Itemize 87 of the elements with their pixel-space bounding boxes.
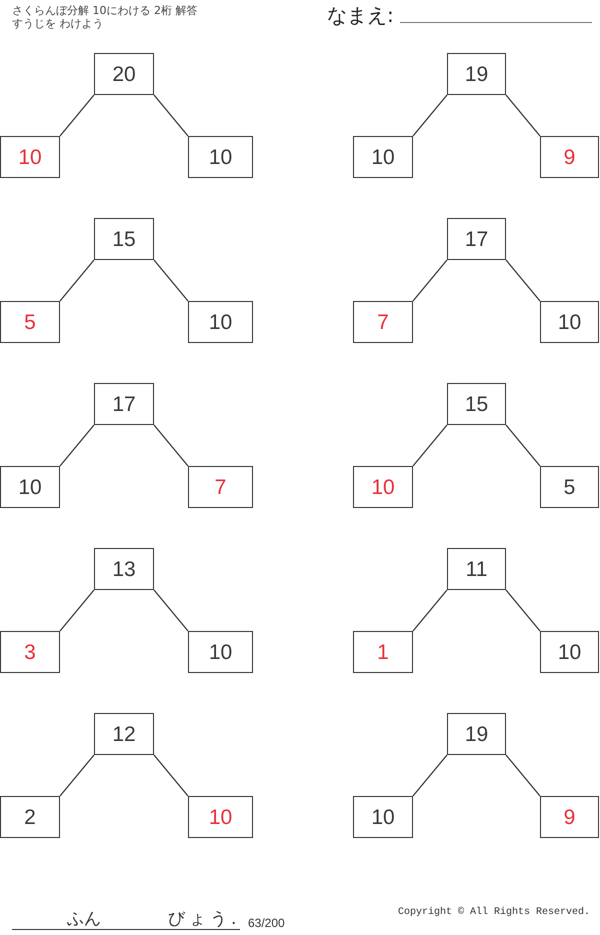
number-box (353, 631, 413, 673)
number-box (540, 796, 599, 838)
answer-number: 9 (564, 806, 576, 828)
connector-line (154, 590, 188, 632)
number-text: 10 (208, 642, 232, 662)
connector-line (154, 260, 188, 302)
answer-number: 7 (377, 312, 389, 332)
number-box (94, 218, 154, 260)
connector-line (60, 94, 94, 136)
number-box (188, 466, 253, 508)
number-box (0, 136, 60, 178)
number-text: 15 (112, 228, 136, 250)
number-text: 10 (558, 642, 582, 662)
number-box (540, 136, 599, 178)
number-box (447, 713, 506, 755)
number-box (447, 548, 506, 590)
number-box (353, 796, 413, 838)
connector-line (60, 590, 94, 632)
number-text: 17 (464, 228, 488, 250)
connector-line (506, 424, 540, 466)
number-text: 10 (371, 806, 395, 828)
number-text: 10 (208, 146, 232, 168)
connector-line (412, 754, 448, 796)
number-box (353, 301, 413, 343)
instruction-text: すうじを わけよう (12, 18, 104, 30)
number-box (188, 796, 253, 838)
connector-line (412, 260, 448, 302)
name-label: なまえ: (327, 4, 394, 26)
worksheet-title: さくらんぼ分解 10にわける 2桁 解答 (12, 5, 198, 18)
number-text: 15 (464, 394, 488, 414)
number-text: 10 (208, 312, 232, 332)
connector-line (412, 590, 448, 632)
copyright-notice: Copyright © All Rights Reserved. (398, 907, 590, 918)
number-text: 17 (112, 394, 136, 414)
number-text: 12 (112, 724, 136, 744)
number-box (0, 796, 60, 838)
number-text: 19 (464, 724, 488, 744)
connector-line (60, 754, 94, 796)
answer-number: 7 (214, 476, 226, 498)
number-text: 19 (464, 64, 488, 84)
answer-number: 10 (371, 476, 395, 498)
minutes-label: ふん (67, 910, 101, 929)
number-box (94, 548, 154, 590)
number-box (353, 466, 413, 508)
connector-line (506, 94, 540, 136)
number-box (94, 713, 154, 755)
number-text: 5 (564, 476, 576, 498)
number-text: 10 (371, 146, 395, 168)
connector-line (154, 94, 188, 136)
answer-number: 5 (24, 312, 36, 332)
number-text: 13 (112, 558, 136, 580)
connector-line (412, 424, 448, 466)
connector-line (506, 260, 540, 302)
number-box (94, 383, 154, 425)
connector-line (412, 94, 448, 136)
connector-line (154, 424, 188, 466)
connector-line (60, 424, 94, 466)
number-box (0, 466, 60, 508)
connector-line (60, 260, 94, 302)
number-box (0, 631, 60, 673)
number-text: 2 (24, 806, 36, 828)
number-box (188, 301, 253, 343)
page-number: 63/200 (248, 917, 285, 930)
number-box (353, 136, 413, 178)
number-box (188, 136, 253, 178)
number-text: 20 (112, 64, 136, 84)
number-box (447, 53, 506, 95)
number-box (94, 53, 154, 95)
answer-number: 10 (18, 146, 42, 168)
connector-line (506, 754, 540, 796)
number-box (188, 631, 253, 673)
seconds-label: びょう. (168, 910, 240, 929)
number-box (447, 218, 506, 260)
answer-number: 1 (377, 642, 389, 662)
number-text: 10 (18, 476, 42, 498)
number-box (0, 301, 60, 343)
answer-number: 9 (564, 146, 576, 168)
number-box (540, 631, 599, 673)
answer-number: 10 (208, 806, 232, 828)
number-box (540, 301, 599, 343)
number-box (447, 383, 506, 425)
number-box (540, 466, 599, 508)
number-text: 10 (558, 312, 582, 332)
connector-line (506, 590, 540, 632)
number-text: 11 (466, 558, 488, 580)
answer-number: 3 (24, 642, 36, 662)
connector-line (154, 754, 188, 796)
